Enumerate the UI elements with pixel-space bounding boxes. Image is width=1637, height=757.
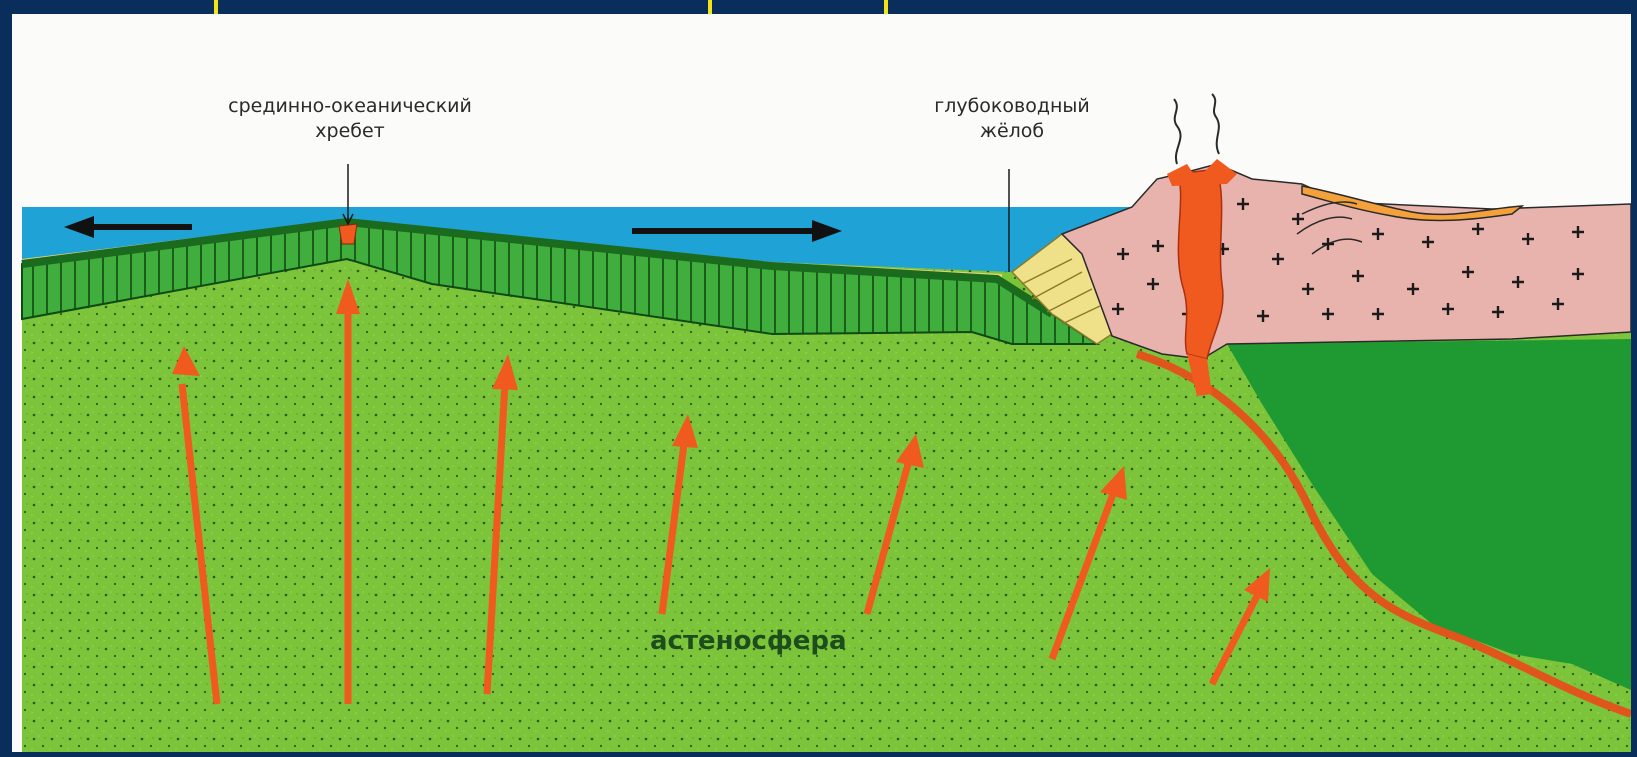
volcano-smoke [1174,99,1181,164]
diagram-panel: срединно-океанический хребет глубоководн… [12,14,1631,752]
frame-tick [214,0,218,14]
frame-tick [884,0,888,14]
frame-tick [708,0,712,14]
trench-label-line1: глубоководный [902,94,1122,119]
trench-label-line2: жёлоб [902,119,1122,144]
asthenosphere-label: астеносфера [650,626,847,656]
ridge-label-line2: хребет [180,119,520,144]
ridge-label-line1: срединно-океанический [180,94,520,119]
ridge-label: срединно-океанический хребет [180,94,520,144]
continental-crust [1062,164,1631,359]
ridge-magma-icon [339,224,357,244]
volcano-smoke [1212,94,1219,154]
trench-label: глубоководный жёлоб [902,94,1122,144]
